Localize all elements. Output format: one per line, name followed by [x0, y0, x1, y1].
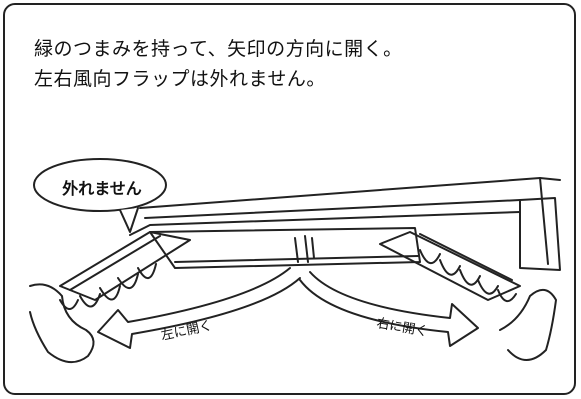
left-flap — [59, 231, 191, 301]
callout-bubble — [33, 158, 167, 212]
right-open-arrow — [299, 271, 479, 347]
right-flap — [379, 231, 521, 301]
left-hand — [29, 283, 95, 363]
left-arrow-label: 左に開く — [160, 318, 214, 343]
instruction-line-2: 左右風向フラップは外れません。 — [34, 68, 326, 90]
unit-body — [139, 177, 561, 209]
instruction-line-1: 緑のつまみを持って、矢印の方向に開く。 — [34, 38, 403, 60]
flap-body — [149, 227, 421, 269]
right-hand — [499, 289, 557, 361]
left-open-arrow — [97, 267, 301, 349]
callout-text: 外れません — [62, 179, 142, 198]
unit-side-panel — [519, 197, 561, 271]
right-arrow-label: 右に開く — [375, 316, 429, 340]
diagram-frame — [3, 3, 576, 395]
